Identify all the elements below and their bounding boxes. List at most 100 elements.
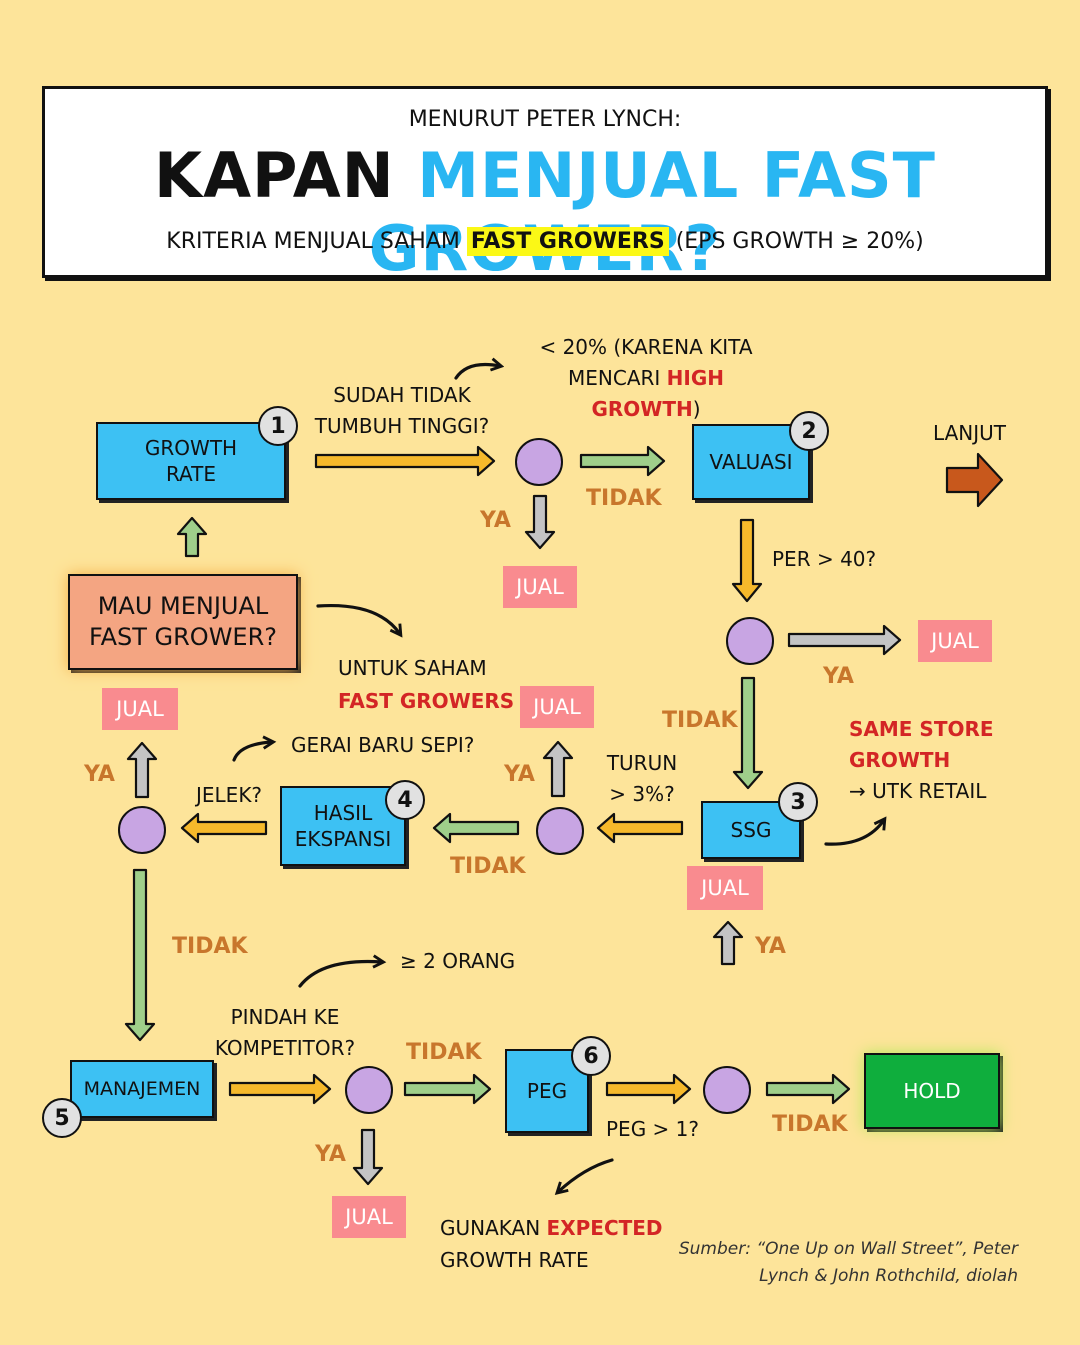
tidak-label-2: TIDAK	[662, 708, 738, 733]
ya-label-5: YA	[755, 934, 786, 959]
ya-label-6: YA	[315, 1142, 346, 1167]
decision-circle-3	[536, 807, 584, 855]
growth-rate-box: GROWTH RATE	[96, 422, 286, 500]
note-untuk-red: FAST GROWERS	[338, 689, 515, 713]
ssg-label: SSG	[730, 818, 772, 842]
arrow-ssg-ya-up	[712, 920, 744, 966]
ya-label-2: YA	[823, 664, 854, 689]
question-1: SUDAH TIDAK TUMBUH TINGGI?	[314, 383, 490, 438]
arrow-decision5-ya-down	[352, 1128, 384, 1186]
tidak-label-4: TIDAK	[172, 934, 248, 959]
ya-label-3: YA	[504, 762, 535, 787]
question-6: PEG > 1?	[606, 1117, 700, 1141]
arrow-start-to-growth	[176, 516, 208, 558]
subtitle-pre: KRITERIA MENJUAL SAHAM	[166, 229, 460, 254]
arrow-decision2-to-jual	[787, 624, 902, 656]
header-kicker: MENURUT PETER LYNCH:	[408, 107, 682, 132]
arrow-valuasi-down	[731, 518, 763, 603]
jual-badge-2: JUAL	[918, 620, 992, 662]
jual-badge-3: JUAL	[520, 686, 594, 728]
source-line-2: Lynch & John Rothchild, diolah	[759, 1266, 1018, 1287]
tidak-label-6: TIDAK	[772, 1112, 848, 1137]
ya-label-1: YA	[480, 508, 511, 533]
note-growth-pre: < 20% (KARENA KITA MENCARI	[539, 335, 753, 390]
tidak-label-3: TIDAK	[450, 854, 526, 879]
arrow-hasil-to-decision4	[180, 812, 268, 844]
arrow-decision4-ya-up	[126, 741, 158, 799]
manajemen-box: MANAJEMEN	[70, 1060, 214, 1118]
note-orang: ≥ 2 ORANG	[400, 949, 516, 973]
note-growth-post: )	[692, 397, 701, 421]
arrow-ssg-to-decision3	[596, 812, 684, 844]
note-peg-pre: GUNAKAN	[440, 1216, 541, 1240]
curve-to-note-growth	[454, 357, 505, 380]
step-number-1: 1	[258, 406, 298, 446]
question-2: PER > 40?	[772, 547, 877, 571]
arrow-decision2-to-ssg	[732, 676, 764, 790]
jual-badge-6: JUAL	[332, 1196, 406, 1238]
arrow-decision1-to-valuasi	[579, 445, 666, 477]
tidak-label-1: TIDAK	[586, 486, 662, 511]
hold-label: HOLD	[903, 1079, 961, 1103]
lanjut-label: LANJUT	[933, 421, 1006, 445]
note-untuk-pre: UNTUK SAHAM	[338, 656, 487, 680]
note-growth: < 20% (KARENA KITA MENCARI HIGH GROWTH)	[518, 332, 774, 425]
arrow-peg-to-decision6	[605, 1073, 692, 1105]
step-number-4: 4	[385, 780, 425, 820]
source-line-1: Sumber: “One Up on Wall Street”, Peter	[678, 1239, 1018, 1259]
arrow-decision6-to-hold	[765, 1073, 851, 1105]
note-peg-post: GROWTH RATE	[440, 1248, 589, 1272]
note-ssg: SAME STORE GROWTH → UTK RETAIL	[849, 714, 1009, 807]
question-4: JELEK?	[196, 783, 263, 807]
arrow-lanjut	[945, 452, 1004, 508]
title-black-part: KAPAN	[154, 139, 395, 212]
jual-badge-4: JUAL	[102, 688, 178, 730]
arrow-growth-to-decision	[314, 445, 496, 477]
manajemen-label: MANAJEMEN	[83, 1077, 201, 1100]
decision-circle-4	[118, 806, 166, 854]
header-panel: MENURUT PETER LYNCH: KAPAN MENJUAL FAST …	[42, 86, 1048, 285]
note-ssg-black: → UTK RETAIL	[849, 779, 987, 803]
arrow-decision3-to-hasil	[432, 812, 520, 844]
note-untuk-saham: UNTUK SAHAM FAST GROWERS	[338, 652, 514, 718]
jual-badge-5: JUAL	[687, 866, 763, 910]
question-3: TURUN > 3%?	[606, 751, 678, 806]
curve-to-note-ssg	[824, 816, 887, 846]
decision-circle-1	[515, 438, 563, 486]
question-5: PINDAH KE KOMPETITOR?	[214, 1005, 356, 1060]
note-peg: GUNAKAN EXPECTED GROWTH RATE	[440, 1212, 663, 1276]
ya-label-4: YA	[84, 762, 115, 787]
arrow-decision5-to-peg	[403, 1073, 492, 1105]
valuasi-label: VALUASI	[709, 450, 793, 474]
decision-circle-5	[345, 1066, 393, 1114]
note-growth-red: HIGH GROWTH	[591, 366, 724, 421]
decision-circle-2	[726, 617, 774, 665]
note-peg-red: EXPECTED	[546, 1216, 663, 1240]
decision-circle-6	[703, 1066, 751, 1114]
curve-to-note-peg	[554, 1158, 614, 1195]
subtitle-post: (EPS GROWTH ≥ 20%)	[675, 229, 924, 254]
header-subtitle: KRITERIA MENJUAL SAHAM FAST GROWERS (EPS…	[45, 227, 1045, 256]
arrow-decision1-to-jual	[524, 494, 556, 550]
source-credit: Sumber: “One Up on Wall Street”, Peter L…	[679, 1236, 1018, 1290]
peg-label: PEG	[526, 1079, 568, 1103]
start-box: MAU MENJUAL FAST GROWER?	[68, 574, 298, 670]
hold-box: HOLD	[864, 1053, 1000, 1129]
arrow-decision4-to-manajemen	[124, 868, 156, 1042]
start-label: MAU MENJUAL FAST GROWER?	[88, 591, 277, 651]
note-ssg-red: SAME STORE GROWTH	[849, 717, 994, 772]
arrow-decision3-ya-up	[542, 740, 574, 798]
note-gerai: GERAI BARU SEPI?	[291, 733, 475, 757]
curve-to-note-orang	[298, 954, 387, 988]
curve-to-note-gerai	[232, 735, 277, 762]
step-number-2: 2	[789, 411, 829, 451]
step-number-6: 6	[571, 1036, 611, 1076]
hasil-ekspansi-label: HASIL EKSPANSI	[294, 801, 392, 851]
step-number-5: 5	[42, 1098, 82, 1138]
jual-badge-1: JUAL	[503, 566, 577, 608]
arrow-manajemen-to-decision5	[228, 1073, 332, 1105]
growth-rate-label: GROWTH RATE	[144, 436, 238, 486]
subtitle-highlight: FAST GROWERS	[466, 227, 669, 256]
curve-to-note-fast-growers	[316, 603, 403, 638]
